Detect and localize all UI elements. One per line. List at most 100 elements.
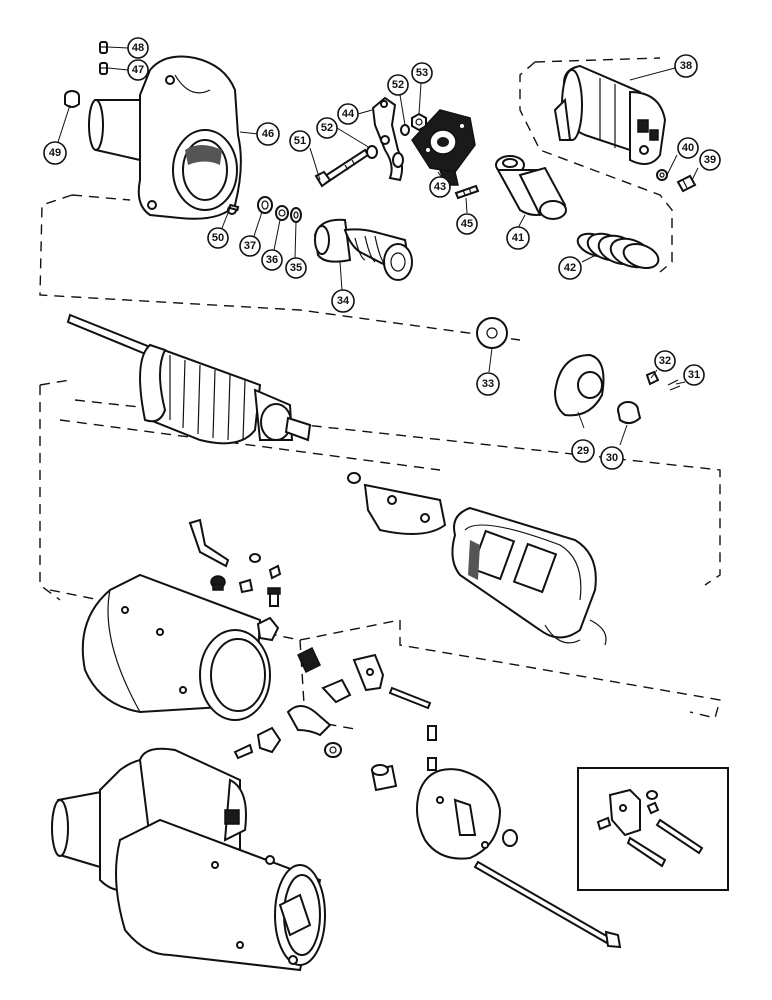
shift-lever-44 [371,96,404,182]
callout-label-29: 29 [577,445,589,457]
callout-44: 44 [337,103,359,125]
callout-label-39: 39 [704,154,716,166]
callout-38: 38 [674,54,698,78]
screw-31 [667,379,681,391]
drive-pinion-34 [313,218,413,281]
callout-47: 47 [127,59,149,81]
field-coil-assembly [451,506,607,646]
callout-40: 40 [677,137,699,159]
commutator-end-frame [415,768,502,860]
inset-box [577,767,729,891]
callout-label-43: 43 [434,181,446,193]
drive-housing-46 [88,55,242,220]
group-outline-drive [39,194,521,341]
callout-label-51: 51 [294,135,306,147]
callout-label-37: 37 [244,240,256,252]
bushing-30 [617,401,642,424]
callout-32: 32 [654,350,676,372]
callout-label-30: 30 [606,452,618,464]
callout-label-44: 44 [342,108,355,120]
washer-52-lower [366,145,378,159]
callout-42: 42 [558,256,582,280]
pole-shoe [347,472,447,535]
field-frame [81,573,271,721]
callout-53: 53 [411,62,433,84]
pin-long [388,686,432,710]
callout-49: 49 [43,141,67,165]
callout-label-36: 36 [266,254,278,266]
brush [297,646,321,674]
terminal-screw-2 [238,578,254,594]
washer-37 [257,196,273,214]
terminal-bolt [267,587,281,607]
terminal-washer-1 [249,553,261,563]
washer-33 [476,317,508,349]
callout-label-45: 45 [461,218,473,230]
callout-33: 33 [476,372,500,396]
callout-51: 51 [289,130,311,152]
insulator-2 [256,726,282,754]
callout-43: 43 [429,176,451,198]
callout-37: 37 [239,235,261,257]
bushing-lower [370,764,398,792]
callout-52-lower: 52 [316,117,338,139]
callout-label-50: 50 [212,232,224,244]
callout-30: 30 [600,446,624,470]
terminal-screw-1 [268,564,282,580]
through-bolt [473,860,622,949]
brush-holder [352,653,385,692]
washer-35 [290,207,302,223]
callout-label-32: 32 [659,355,671,367]
screw-39 [676,174,697,193]
callout-label-46: 46 [262,128,274,140]
callout-label-41: 41 [512,232,524,244]
pin-45 [454,184,480,200]
callout-52-upper: 52 [387,74,409,96]
callout-label-40: 40 [682,142,694,154]
plug-48 [99,41,108,54]
brush-arm [286,705,332,737]
callout-46: 46 [256,122,280,146]
pivot-bolt-51 [314,148,370,188]
washer-40 [656,169,668,181]
solenoid-38 [553,64,667,165]
callout-34: 34 [331,289,355,313]
washer-lower [324,742,342,758]
callout-label-52-upper: 52 [392,79,404,91]
callout-50: 50 [207,227,229,249]
plug-lower [502,829,518,847]
callout-48: 48 [127,37,149,59]
callout-label-48: 48 [132,42,144,54]
callout-label-47: 47 [132,64,144,76]
callout-label-52-lower: 52 [321,122,333,134]
clip-32 [645,370,660,386]
callout-label-38: 38 [680,60,692,72]
armature [66,313,312,445]
callout-label-49: 49 [49,147,61,159]
terminal-lead [188,518,230,568]
terminal-stud [210,575,226,591]
callout-45: 45 [456,213,478,235]
washer-52-upper [400,124,410,136]
plug-47 [99,62,108,75]
leader-lines [57,46,699,446]
end-plate-29 [553,353,605,417]
spring-small [427,725,437,771]
spring-42 [576,232,660,270]
callout-35: 35 [285,257,307,279]
callout-label-35: 35 [290,262,302,274]
group-outline-frame [39,379,721,731]
callout-31: 31 [683,364,705,386]
callout-36: 36 [261,249,283,271]
group-outline-solenoid [519,57,673,273]
plunger-41 [495,155,567,220]
brush-spring [321,678,352,704]
key-50 [228,203,240,212]
callout-39: 39 [699,149,721,171]
washer-36 [275,205,289,221]
insulator-1 [256,616,280,642]
screw-3 [233,743,254,760]
callout-label-53: 53 [416,67,428,79]
callout-41: 41 [506,226,530,250]
